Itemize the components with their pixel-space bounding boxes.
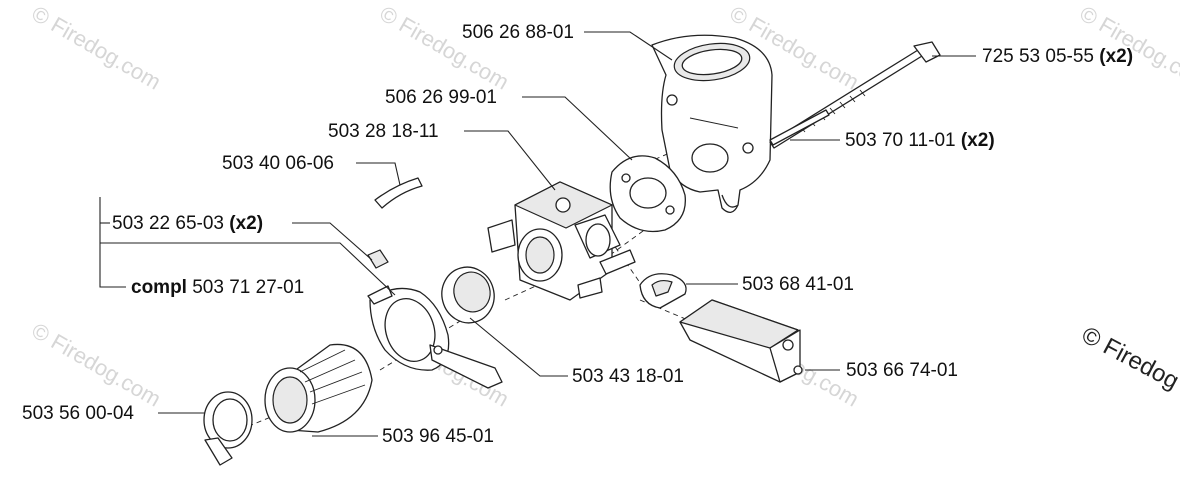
nut-part	[367, 249, 389, 269]
intake-ring-part	[441, 266, 495, 324]
part-label-clamp-assembly: compl 503 71 27-01	[131, 277, 304, 298]
part-label-throttle-slide: 503 66 74-01	[846, 360, 958, 381]
part-label-hose-clamp: 503 56 00-04	[22, 403, 134, 424]
gasket-part	[609, 155, 686, 233]
part-label-intake-ring: 503 43 18-01	[572, 366, 684, 387]
part-label-carburettor: 503 28 18-11	[328, 121, 439, 142]
clamp-bracket-part	[367, 285, 503, 389]
hose-clamp-part	[203, 391, 253, 466]
part-label-long-bolt: 725 53 05-55 (x2)	[982, 46, 1133, 67]
part-label-gasket: 506 26 99-01	[385, 87, 497, 108]
leader-lines	[99, 31, 976, 437]
insulator-sleeve-part	[264, 343, 373, 433]
carburettor-part	[487, 181, 636, 301]
part-label-intake-elbow: 506 26 88-01	[462, 22, 574, 43]
stud-part	[769, 109, 830, 146]
throttle-slide-part	[679, 299, 803, 383]
intake-elbow-part	[651, 34, 773, 213]
watermark-text: © Firedog.com	[28, 1, 166, 95]
fuel-hose-part	[374, 177, 423, 209]
part-label-insulator-sleeve: 503 96 45-01	[382, 426, 494, 447]
part-label-stud: 503 70 11-01 (x2)	[845, 130, 995, 151]
part-label-fuel-hose: 503 40 06-06	[222, 153, 334, 174]
part-label-nut: 503 22 65-03 (x2)	[112, 213, 263, 234]
watermark-text: © Firedog.com	[28, 318, 166, 412]
corner-watermark: © Firedog	[1077, 321, 1180, 394]
choke-lever-part	[639, 273, 687, 309]
part-label-choke-lever: 503 68 41-01	[742, 274, 854, 295]
watermark-text: © Firedog.com	[376, 1, 514, 95]
